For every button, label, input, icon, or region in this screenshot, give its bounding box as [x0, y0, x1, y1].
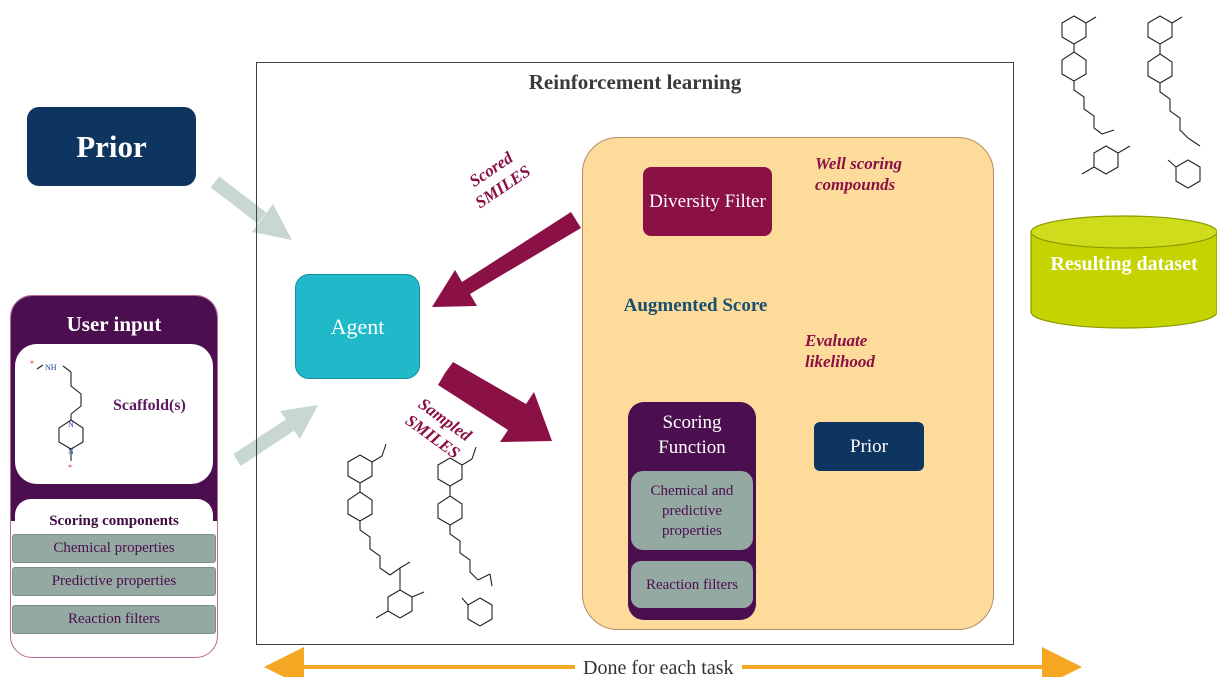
augmented-score-label: Augmented Score	[623, 295, 768, 316]
molecule-structure-icon	[347, 443, 425, 619]
done-for-each-task-label: Done for each task	[575, 657, 742, 680]
resulting-dataset-label: Resulting dataset	[1050, 253, 1198, 275]
component-reaction-filters: Reaction filters	[12, 605, 216, 634]
atom-marker: *	[68, 463, 72, 472]
scoring-item-reaction-filters: Reaction filters	[631, 561, 753, 608]
prior-to-agent-arrow	[210, 176, 292, 240]
sampled-smiles-arrow	[438, 362, 552, 442]
atom-marker: *	[30, 359, 34, 368]
scoring-item-chemical-predictive: Chemical and predictive properties	[631, 471, 753, 550]
molecule-structure-icon	[437, 446, 493, 627]
scored-smiles-arrow	[432, 212, 581, 307]
atom-n: N	[68, 447, 74, 456]
molecule-structure-icon	[1147, 15, 1201, 189]
atom-n: N	[68, 420, 74, 429]
scoring-components-title: Scoring components	[49, 513, 179, 529]
prior-box: Prior	[27, 107, 196, 186]
atom-nh: NH	[45, 363, 57, 372]
molecule-structure-icon	[1061, 15, 1131, 175]
scaffold-box: NH * N N *	[15, 344, 213, 484]
diversity-filter-box: Diversity Filter	[643, 167, 772, 236]
scoring-function-title: Scoring Function	[658, 412, 726, 458]
rl-frame	[256, 62, 1014, 645]
scaffold-structure-icon: NH * N N *	[30, 359, 84, 472]
prior-small-box: Prior	[814, 422, 924, 471]
evaluate-likelihood-label: Evaluate likelihood	[805, 331, 875, 371]
user-input-title: User input	[66, 312, 162, 336]
user-input-to-agent-arrow	[233, 405, 318, 466]
user-input-panel: User input NH * N N * Scaffold(s) Scorin…	[10, 295, 218, 658]
agent-box: Agent	[295, 274, 420, 379]
component-predictive-properties: Predictive properties	[12, 567, 216, 596]
well-scoring-label: Well scoring compounds	[815, 154, 903, 194]
dataset-cylinder	[1030, 215, 1217, 329]
scaffold-label: Scaffold(s)	[113, 397, 186, 414]
component-chemical-properties: Chemical properties	[12, 534, 216, 563]
rl-title: Reinforcement learning	[528, 70, 742, 94]
